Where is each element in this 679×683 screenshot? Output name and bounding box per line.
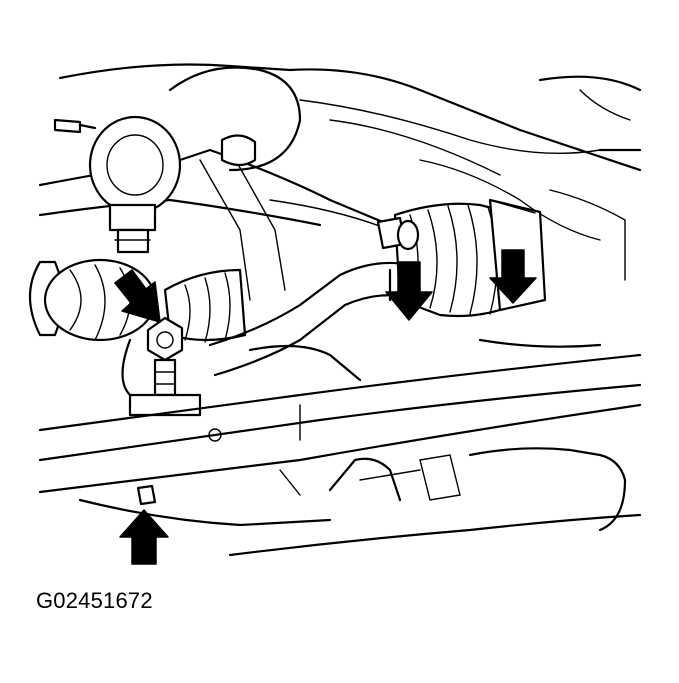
arrow-down-right-icon xyxy=(114,269,161,323)
left-tie-rod-boot xyxy=(163,268,247,343)
lower-structure xyxy=(78,447,642,557)
arrow-down-icon xyxy=(489,249,537,304)
crossmember xyxy=(38,338,642,494)
arrow-down-icon xyxy=(385,261,433,321)
figure-code: G02451672 xyxy=(36,588,153,613)
arrow-up-icon xyxy=(119,509,169,565)
upper-ball-joint xyxy=(53,115,257,254)
upper-body-structure xyxy=(58,63,642,281)
crossmember-bolt xyxy=(136,484,157,506)
